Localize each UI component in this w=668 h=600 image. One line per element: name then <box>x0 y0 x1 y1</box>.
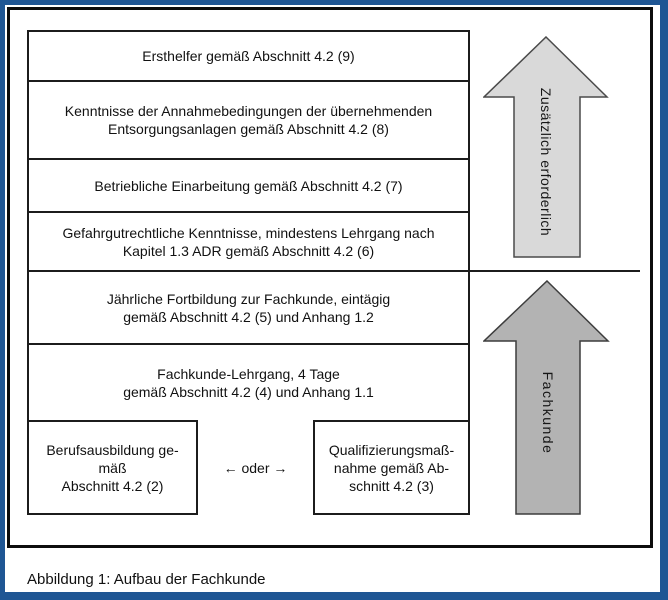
box-qualifizierungsmassnahme: Qualifizierungsmaß- nahme gemäß Ab- schn… <box>313 420 470 515</box>
figure-caption: Abbildung 1: Aufbau der Fachkunde <box>27 571 266 588</box>
box-gefahrgutrechtliche-kenntnisse: Gefahrgutrechtliche Kenntnisse, mindeste… <box>29 213 468 272</box>
up-arrow-zusaetzlich-icon <box>483 36 609 258</box>
section-divider-line <box>470 270 640 272</box>
box-ersthelfer: Ersthelfer gemäß Abschnitt 4.2 (9) <box>29 32 468 82</box>
up-arrow-fachkunde-icon <box>483 280 610 515</box>
label-zusaetzlich-erforderlich: Zusätzlich erforderlich <box>538 87 554 237</box>
oder-connector-label: ← oder → <box>198 420 313 515</box>
up-arrow-fachkunde-shape <box>483 280 610 515</box>
box-betriebliche-einarbeitung: Betriebliche Einarbeitung gemäß Abschnit… <box>29 160 468 213</box>
box-annahmebedingungen: Kenntnisse der Annahmebedingungen der üb… <box>29 82 468 160</box>
box-berufsausbildung: Berufsausbildung ge- mäß Abschnitt 4.2 (… <box>27 420 198 515</box>
box-fachkunde-lehrgang: Fachkunde-Lehrgang, 4 Tage gemäß Abschni… <box>123 365 374 400</box>
qualification-stack: Ersthelfer gemäß Abschnitt 4.2 (9) Kennt… <box>27 30 470 422</box>
box-jaehrliche-fortbildung: Jährliche Fortbildung zur Fachkunde, ein… <box>29 272 468 345</box>
up-arrow-zusaetzlich-shape <box>483 36 609 258</box>
label-fachkunde: Fachkunde <box>540 371 556 455</box>
